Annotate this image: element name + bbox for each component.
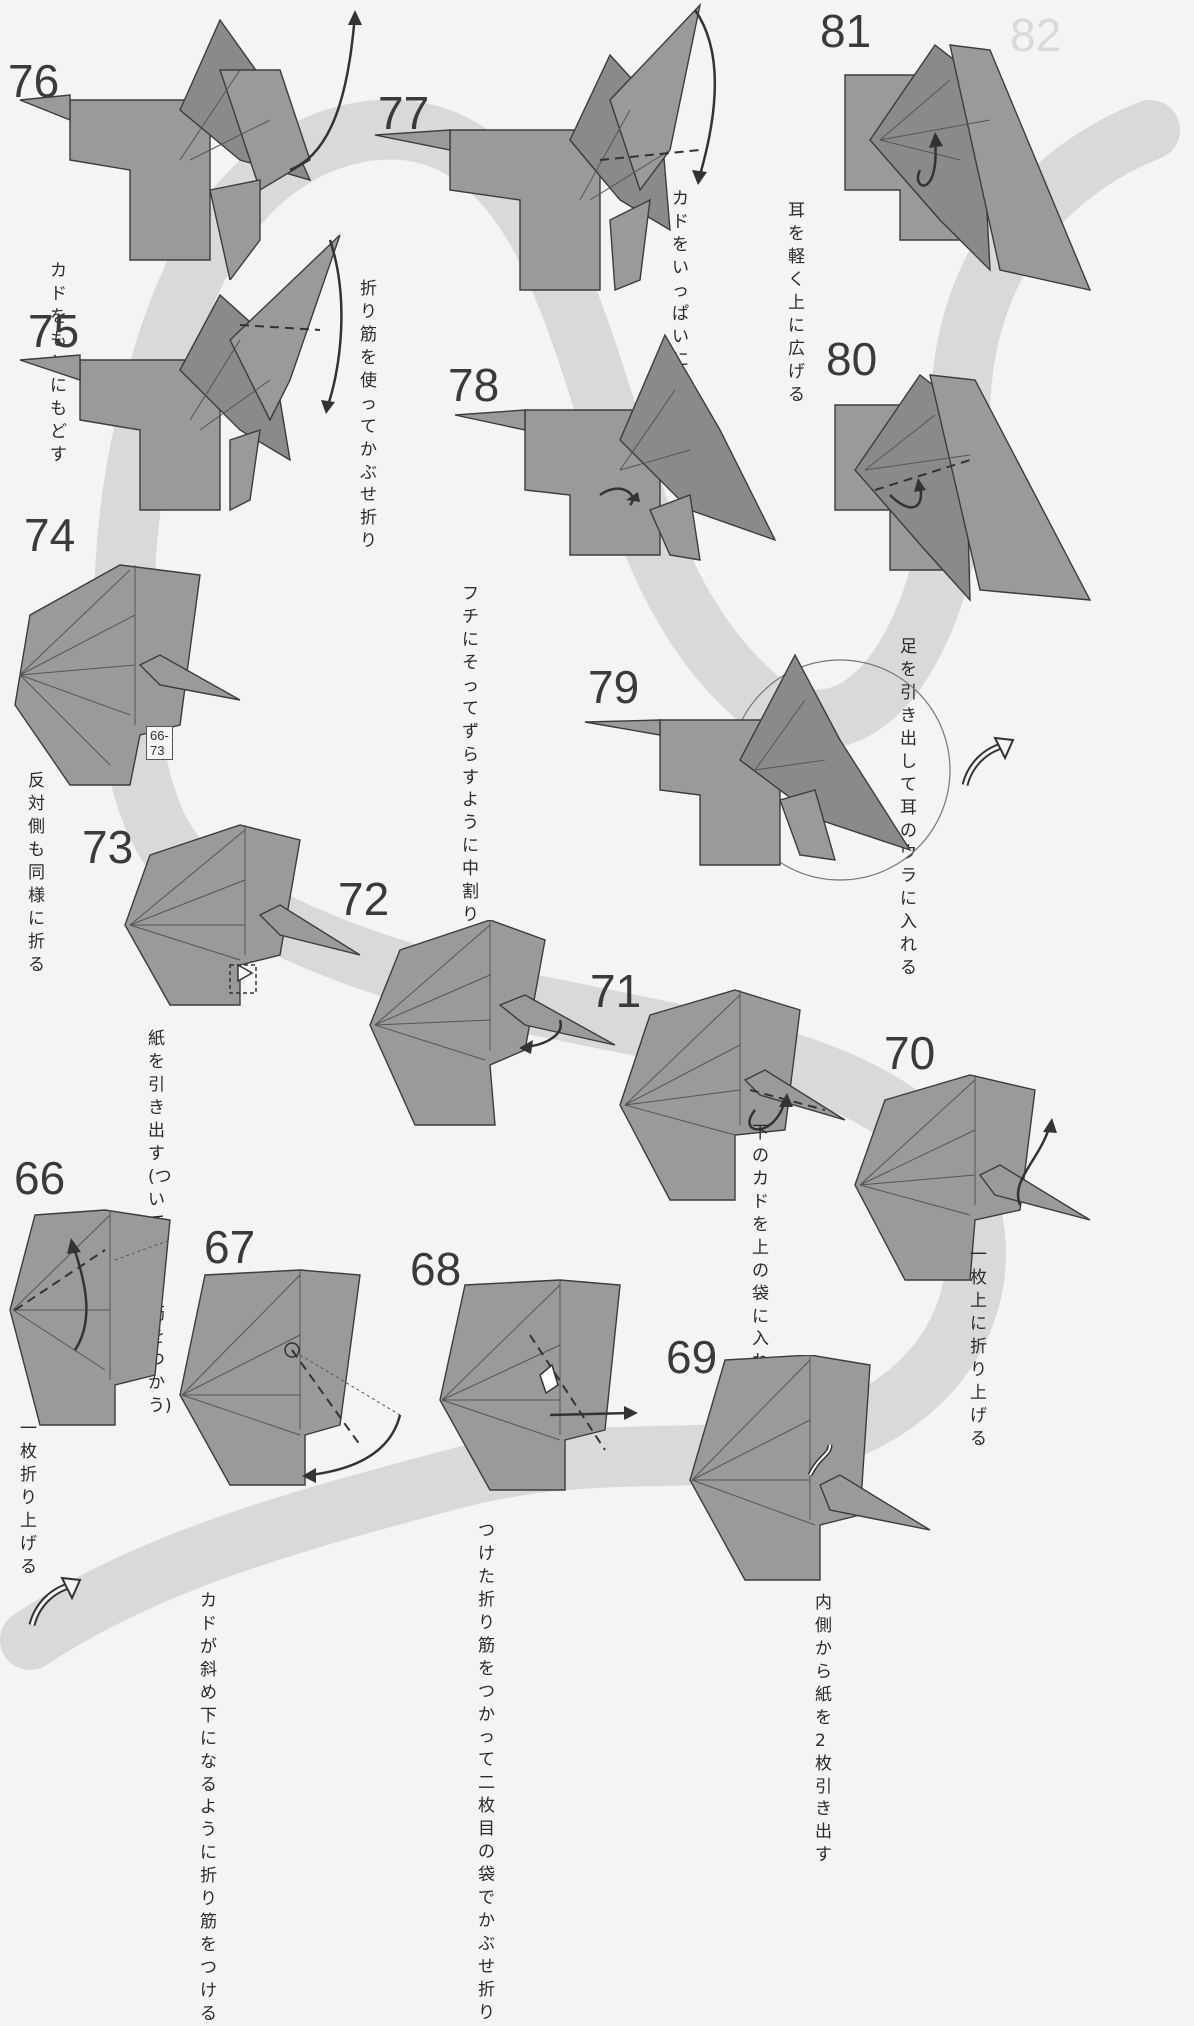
figure-81: [844, 43, 1092, 291]
step-caption: 反対側も同様に折る: [28, 771, 45, 975]
step-number: 78: [448, 359, 500, 411]
step-caption: 一枚上に 折り上げる: [970, 1245, 987, 1449]
step-number: 80: [826, 333, 878, 385]
curved-arrow-icon: [28, 1576, 82, 1627]
step-caption: フチにそってずらすように中割り折り: [462, 584, 479, 971]
figure-73: [124, 824, 361, 1006]
step-number: 79: [588, 661, 640, 713]
step-caption: 足を引き出して 耳のウラに入れる: [900, 637, 917, 979]
figure-74: [14, 564, 241, 786]
step-caption: 折り筋を 使って かぶせ折り: [360, 279, 377, 552]
step-number: 81: [820, 5, 872, 57]
step-number: 77: [378, 87, 430, 139]
step-number: 67: [204, 1221, 256, 1273]
faded-page-number: 82: [1010, 9, 1062, 61]
step-caption: 耳を軽く 上に広げる: [788, 201, 805, 405]
step-reference: 66-73: [146, 726, 173, 760]
step-number: 72: [338, 873, 390, 925]
figure-69: [689, 1355, 931, 1581]
figure-76: [19, 10, 362, 280]
figure-70: [854, 1074, 1091, 1281]
figure-78: [454, 333, 777, 561]
figure-75: [19, 234, 343, 512]
curved-arrow-icon: [961, 736, 1015, 787]
step-number: 66: [14, 1152, 66, 1204]
step-number: 70: [884, 1027, 936, 1079]
step-caption: 内側から紙を 2枚引き出す: [815, 1593, 832, 1866]
figure-67: [179, 1269, 402, 1486]
figure-80: [834, 373, 1092, 602]
figure-71: [619, 989, 846, 1201]
figure-77: [374, 2, 717, 292]
step-number: 73: [82, 821, 134, 873]
step-number: 74: [24, 509, 76, 561]
figure-68: [439, 1279, 638, 1491]
step-number: 69: [666, 1331, 718, 1383]
figure-66: [9, 1209, 171, 1426]
step-number: 75: [28, 305, 80, 357]
figure-72: [369, 920, 616, 1126]
step-caption: カドが斜め下に なるように 折り筋をつける: [200, 1591, 217, 2024]
step-number: 71: [590, 965, 642, 1017]
step-caption: 一枚 折り上げる: [20, 1419, 37, 1577]
step-number: 68: [410, 1243, 462, 1295]
step-caption: つけた 折り筋を つかって 二枚目の袋で かぶせ折り: [478, 1521, 495, 2023]
figure-79: [584, 653, 951, 881]
